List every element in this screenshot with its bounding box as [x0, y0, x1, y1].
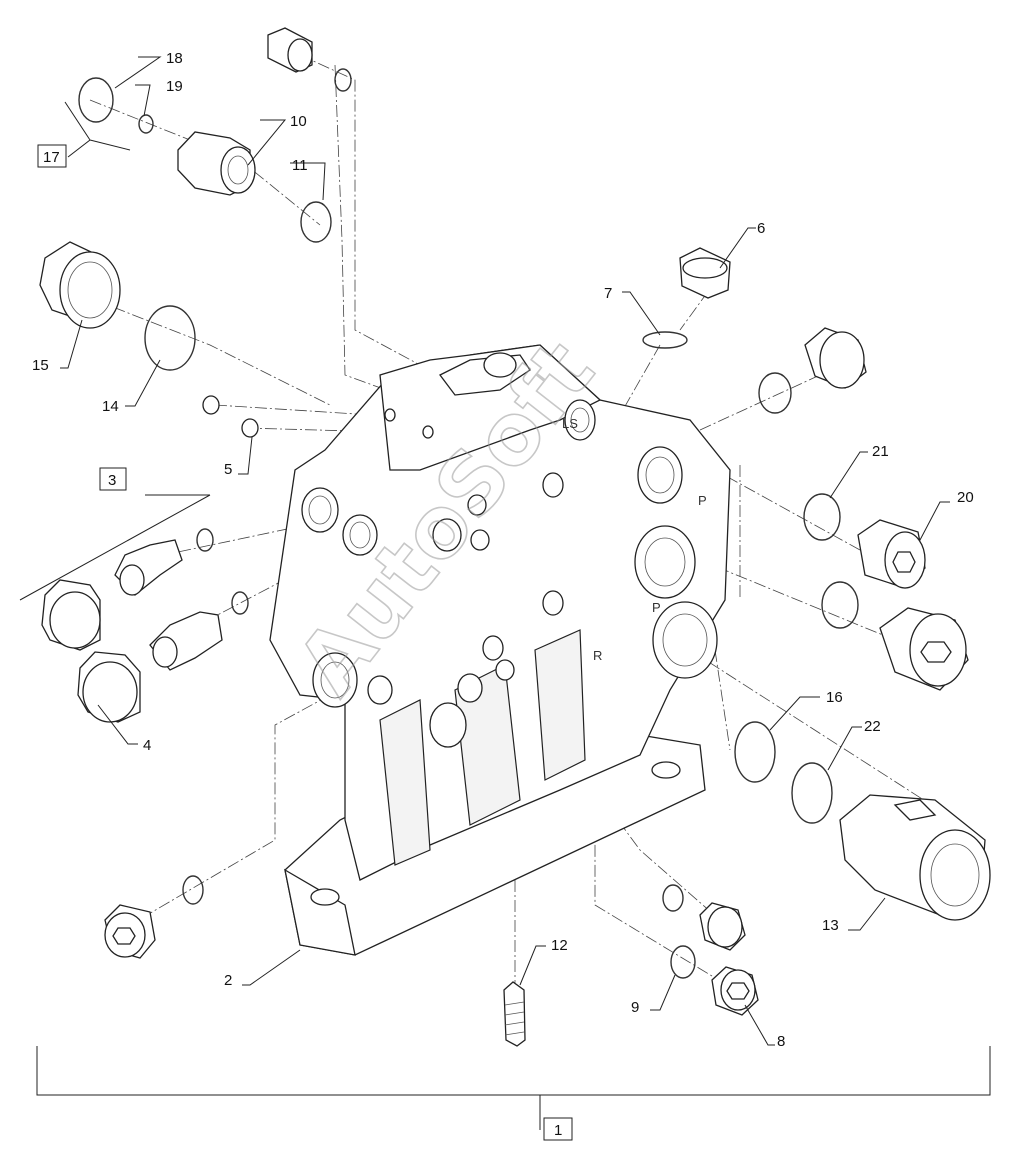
adapter-fitting-10 — [177, 131, 256, 196]
callout-8: 8 — [777, 1033, 785, 1050]
plug-right-lower — [879, 607, 969, 691]
oring-9 — [670, 945, 696, 979]
oring-14 — [144, 305, 196, 371]
casting-mark-r: R — [593, 648, 602, 663]
plug-15 — [39, 241, 121, 329]
callout-7: 7 — [604, 285, 612, 302]
callout-5: 5 — [224, 461, 232, 478]
callout-12: 12 — [551, 937, 568, 954]
callout-13: 13 — [822, 917, 839, 934]
oring-16 — [734, 721, 776, 783]
plug-bottom-left — [104, 904, 156, 959]
plug-top — [267, 27, 313, 73]
casting-mark-ls: LS — [562, 416, 578, 431]
oring-18 — [78, 77, 114, 123]
adapter-fitting-13 — [839, 794, 991, 921]
dust-cap-upper — [41, 579, 101, 651]
oring-coupler-lower — [231, 591, 249, 615]
callout-4: 4 — [143, 737, 151, 754]
callout-15: 15 — [32, 357, 49, 374]
leader-lines — [19, 56, 950, 1046]
small-plug-5a — [202, 395, 220, 415]
callout-2: 2 — [224, 972, 232, 989]
small-plug-5b — [241, 418, 259, 438]
callout-14: 14 — [102, 398, 119, 415]
oring-top — [334, 68, 352, 92]
plug-6 — [679, 247, 731, 299]
callout-9: 9 — [631, 999, 639, 1016]
dust-cap-lower — [77, 651, 141, 723]
oring-19 — [138, 114, 154, 134]
callout-16: 16 — [826, 689, 843, 706]
box-3 — [99, 467, 127, 491]
callout-19: 19 — [166, 78, 183, 95]
plug-20 — [857, 519, 926, 589]
oring-bottom-left — [182, 875, 204, 905]
boxed-callout-1: 1 — [554, 1122, 562, 1139]
valve-body: LS P P R — [269, 344, 731, 956]
coupler-upper — [114, 539, 183, 596]
boxed-callout-17: 17 — [43, 149, 60, 166]
casting-mark-p-upper: P — [698, 493, 707, 508]
plug-8 — [711, 966, 759, 1016]
callout-22: 22 — [864, 718, 881, 735]
box-17 — [37, 144, 67, 168]
plug-bottom-right — [699, 902, 746, 951]
oring-22 — [791, 762, 833, 824]
callout-18: 18 — [166, 50, 183, 67]
callout-10: 10 — [290, 113, 307, 130]
oring-right-upper — [758, 372, 792, 414]
callout-21: 21 — [872, 443, 889, 460]
casting-mark-p-lower: P — [652, 600, 661, 615]
boxed-callout-3: 3 — [108, 472, 116, 489]
callout-labels: 18 19 10 11 6 7 15 14 21 5 20 16 22 4 13… — [32, 50, 974, 1050]
coupler-lower — [149, 611, 223, 671]
oring-7 — [642, 331, 688, 349]
assembly-frame — [36, 1046, 991, 1130]
callout-6: 6 — [757, 220, 765, 237]
stud-12 — [503, 981, 526, 1047]
callout-11: 11 — [292, 157, 308, 174]
oring-bottom-right — [662, 884, 684, 912]
plug-right-upper — [804, 327, 867, 389]
oring-right-mid — [821, 581, 859, 629]
callout-20: 20 — [957, 489, 974, 506]
oring-21 — [803, 493, 841, 541]
oring-11 — [300, 201, 332, 243]
boxed-labels: 17 3 1 — [37, 144, 573, 1141]
box-1 — [543, 1117, 573, 1141]
oring-coupler-upper — [196, 528, 214, 552]
